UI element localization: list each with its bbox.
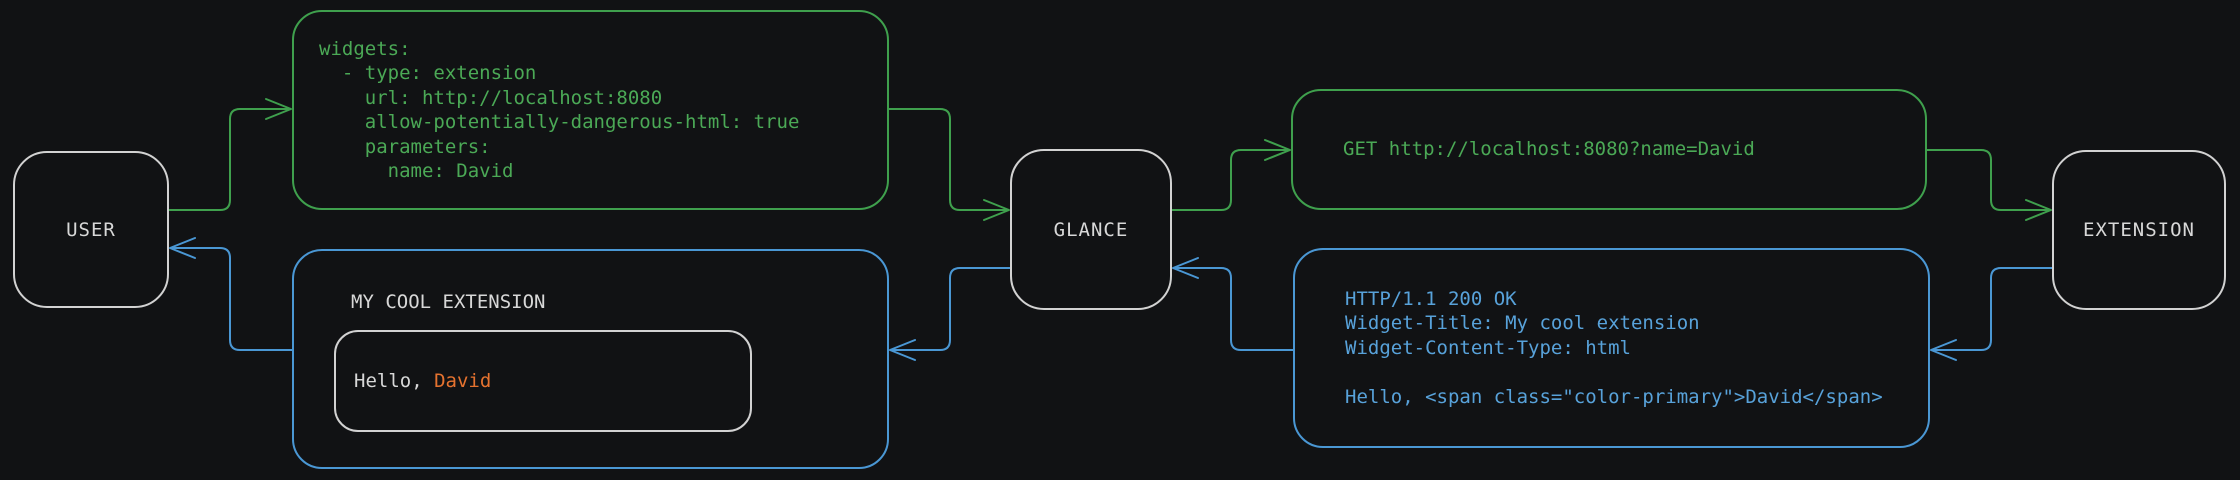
- glance-node-label: GLANCE: [1053, 218, 1129, 241]
- config-line: parameters:: [319, 135, 491, 158]
- config-yaml-box: widgets: - type: extension url: http://l…: [292, 10, 889, 210]
- user-node: USER: [13, 151, 169, 308]
- user-node-label: USER: [66, 218, 116, 241]
- config-line: widgets:: [319, 37, 411, 60]
- response-line: Hello, <span class="color-primary">David…: [1345, 385, 1883, 408]
- arrow-user-to-config: [168, 98, 292, 211]
- response-line: [1295, 360, 1928, 385]
- glance-node: GLANCE: [1010, 149, 1172, 310]
- greeting-name: David: [434, 370, 492, 392]
- response-line: Widget-Title: My cool extension: [1345, 312, 1700, 335]
- greeting-text: Hello,: [354, 370, 435, 392]
- arrow-response-to-glance: [1172, 257, 1294, 351]
- widget-content-frame: Hello, David: [334, 330, 752, 432]
- widget-preview-box: MY COOL EXTENSION Hello, David: [292, 249, 889, 469]
- arrow-glance-to-widget: [889, 267, 1011, 361]
- http-response-box: HTTP/1.1 200 OK Widget-Title: My cool ex…: [1293, 248, 1930, 448]
- arrow-extension-to-response: [1930, 267, 2053, 361]
- http-request-box: GET http://localhost:8080?name=David: [1291, 89, 1927, 210]
- arrow-widget-to-user: [169, 237, 293, 351]
- widget-title: MY COOL EXTENSION: [351, 291, 546, 313]
- response-line: Widget-Content-Type: html: [1345, 336, 1631, 359]
- config-line: url: http://localhost:8080: [319, 86, 663, 109]
- extension-node: EXTENSION: [2052, 150, 2226, 310]
- config-line: - type: extension: [319, 62, 537, 84]
- extension-node-label: EXTENSION: [2083, 219, 2195, 241]
- config-line: name: David: [319, 160, 514, 182]
- config-line: allow-potentially-dangerous-html: true: [319, 111, 800, 133]
- arrow-request-to-extension: [1926, 149, 2052, 221]
- response-line: HTTP/1.1 200 OK: [1345, 287, 1517, 310]
- arrow-config-to-glance: [888, 108, 1010, 221]
- arrow-glance-to-request: [1171, 139, 1291, 211]
- request-line: GET http://localhost:8080?name=David: [1343, 138, 1755, 161]
